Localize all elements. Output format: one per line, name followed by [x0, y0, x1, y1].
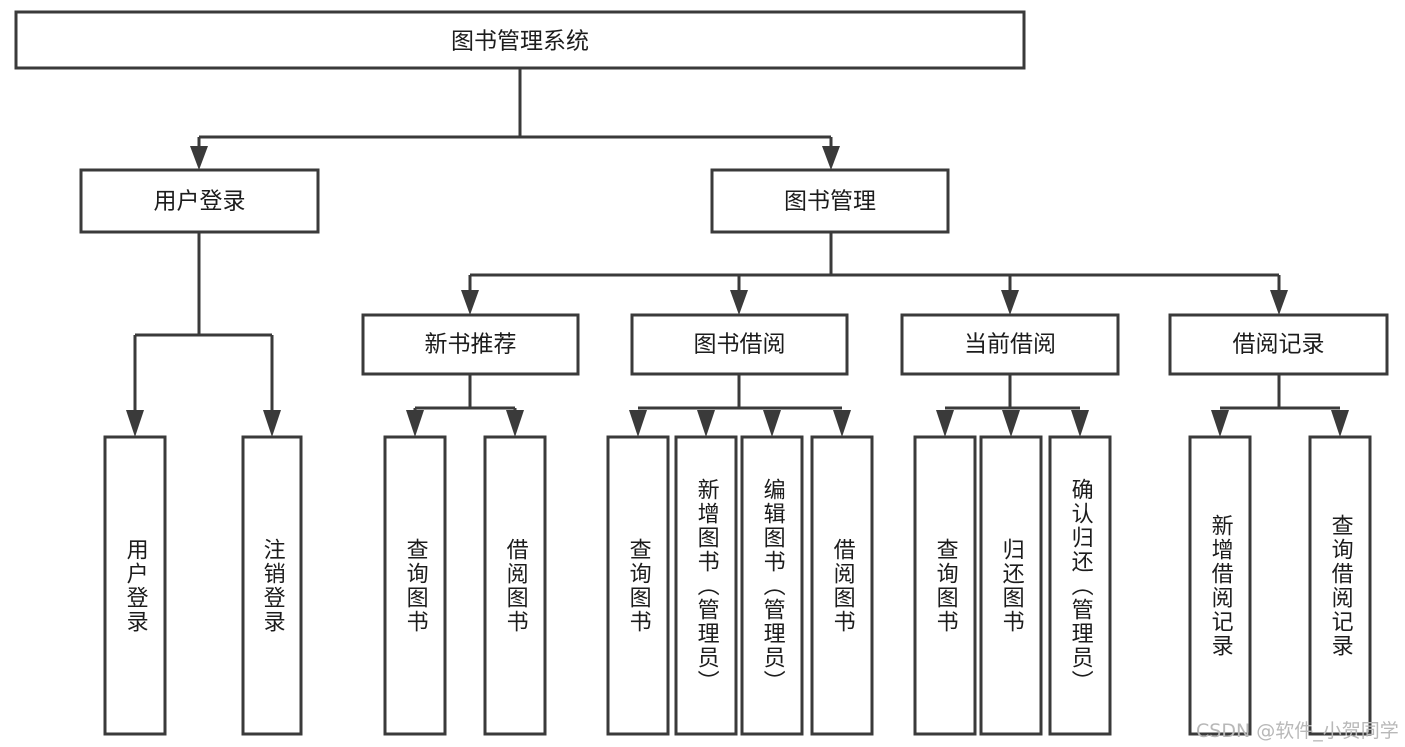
- connector-userlogin-to-leaves: [126, 232, 281, 437]
- arrow-head-icon: [697, 410, 715, 437]
- book-borrow-label: 图书借阅: [694, 332, 786, 358]
- user-login-box[interactable]: [79, 168, 320, 234]
- connector-root-to-level2: [190, 68, 840, 170]
- leaf-box-leaf-query-book-3[interactable]: [913, 435, 977, 736]
- arrow-head-icon: [629, 410, 647, 437]
- arrow-head-icon: [1211, 410, 1229, 437]
- leaf-box-leaf-logout-login[interactable]: [241, 435, 303, 736]
- connector-borrowrecord-to-leaves: [1211, 374, 1349, 437]
- leaf-box-leaf-return-book[interactable]: [979, 435, 1043, 736]
- leaf-box-leaf-add-book-admin[interactable]: [674, 435, 738, 736]
- current-borrow-box[interactable]: [900, 313, 1120, 376]
- arrow-head-icon: [406, 410, 424, 437]
- leaf-boxes: [103, 435, 1372, 736]
- leaf-box-leaf-edit-book-admin[interactable]: [740, 435, 804, 736]
- arrow-head-icon: [730, 290, 748, 315]
- new-book-recommend-box[interactable]: [361, 313, 580, 376]
- watermark: CSDN @软件_小贺同学: [1196, 720, 1399, 742]
- leaf-box-leaf-user-login[interactable]: [103, 435, 167, 736]
- leaf-box-leaf-add-borrow-record[interactable]: [1188, 435, 1252, 736]
- user-login-label: 用户登录: [154, 189, 246, 215]
- root-box[interactable]: [14, 10, 1026, 70]
- arrow-head-icon: [1270, 290, 1288, 315]
- leaf-box-leaf-borrow-book-1[interactable]: [483, 435, 547, 736]
- connector-newbook-to-leaves: [406, 374, 524, 437]
- book-borrow-box[interactable]: [630, 313, 849, 376]
- leaf-box-leaf-query-book-1[interactable]: [383, 435, 447, 736]
- leaf-box-leaf-query-book-2[interactable]: [606, 435, 670, 736]
- connector-bookborrow-to-leaves: [629, 374, 851, 437]
- node-book-borrow[interactable]: 图书借阅: [630, 313, 849, 376]
- arrow-head-icon: [263, 410, 281, 437]
- arrow-head-icon: [190, 146, 208, 170]
- arrow-head-icon: [1071, 410, 1089, 437]
- book-manage-label: 图书管理: [784, 189, 876, 215]
- arrow-head-icon: [1331, 410, 1349, 437]
- borrow-record-label: 借阅记录: [1233, 332, 1325, 358]
- leaf-box-leaf-borrow-book-2[interactable]: [810, 435, 874, 736]
- root-label: 图书管理系统: [451, 29, 589, 55]
- node-root[interactable]: 图书管理系统: [14, 10, 1026, 70]
- arrow-head-icon: [1001, 290, 1019, 315]
- current-borrow-label: 当前借阅: [964, 332, 1056, 358]
- arrow-head-icon: [822, 146, 840, 170]
- new-book-recommend-label: 新书推荐: [425, 332, 517, 358]
- leaf-box-leaf-query-borrow-record[interactable]: [1308, 435, 1372, 736]
- node-new-book-recommend[interactable]: 新书推荐: [361, 313, 580, 376]
- arrow-head-icon: [1002, 410, 1020, 437]
- leaf-box-leaf-confirm-return-admin[interactable]: [1048, 435, 1112, 736]
- node-current-borrow[interactable]: 当前借阅: [900, 313, 1120, 376]
- arrow-head-icon: [126, 410, 144, 437]
- arrow-head-icon: [936, 410, 954, 437]
- arrow-head-icon: [506, 410, 524, 437]
- book-manage-box[interactable]: [710, 168, 950, 234]
- borrow-record-box[interactable]: [1168, 313, 1389, 376]
- arrow-head-icon: [461, 290, 479, 315]
- arrow-head-icon: [763, 410, 781, 437]
- node-borrow-record[interactable]: 借阅记录: [1168, 313, 1389, 376]
- node-user-login[interactable]: 用户登录: [79, 168, 320, 234]
- arrow-head-icon: [833, 410, 851, 437]
- node-book-manage[interactable]: 图书管理: [710, 168, 950, 234]
- connector-currentborrow-to-leaves: [936, 374, 1089, 437]
- connector-bookmanage-to-level3: [461, 232, 1288, 315]
